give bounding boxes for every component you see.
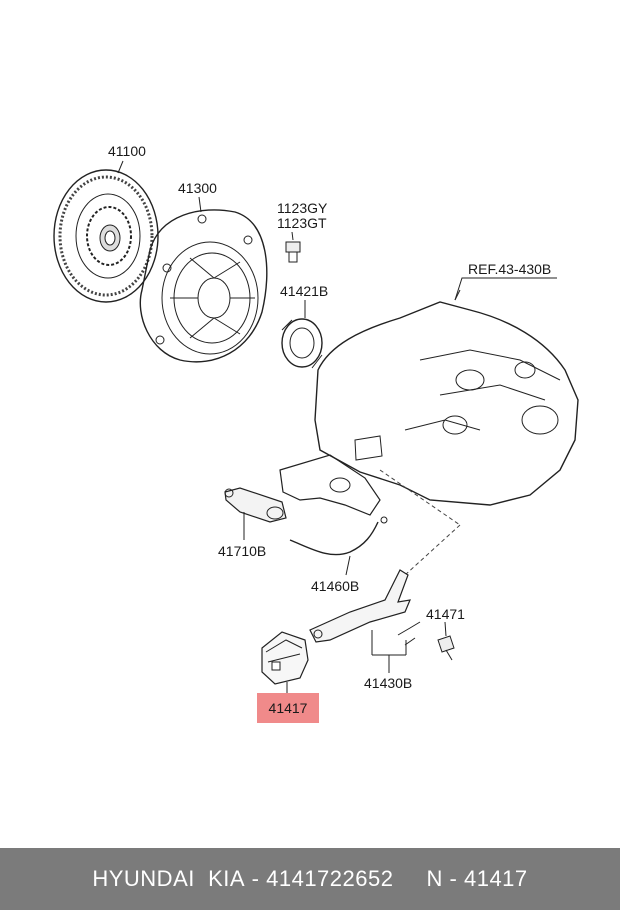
- footer-part-number: 4141722652: [266, 866, 394, 891]
- highlighted-part-label-41417: 41417: [257, 693, 319, 723]
- label-41300: 41300: [178, 180, 217, 196]
- label-41421B: 41421B: [280, 283, 329, 299]
- label-41710B: 41710B: [218, 543, 267, 559]
- footer-gap: [393, 866, 426, 892]
- parts-diagram: 41100 41300 1123GY 1123GT 41421B REF.43-…: [53, 143, 579, 723]
- label-ref-43-430B: REF.43-430B: [468, 261, 552, 277]
- mount-bracket-drawing: [279, 454, 381, 516]
- label-41471: 41471: [426, 606, 465, 622]
- hose-drawing: [289, 516, 388, 576]
- label-41430B: 41430B: [364, 675, 413, 691]
- pivot-bolt-drawing: [437, 621, 455, 661]
- label-1123GY: 1123GY: [277, 200, 328, 216]
- release-fork-drawing: [309, 569, 421, 673]
- pressure-plate-drawing: [139, 196, 268, 363]
- release-bearing-drawing: [281, 300, 323, 369]
- footer-code: N - 41417: [426, 866, 528, 891]
- dashed-leaders: [379, 469, 461, 576]
- label-1123GT: 1123GT: [277, 215, 327, 231]
- bolt-drawing: [285, 231, 301, 263]
- footer-separator: -: [245, 866, 267, 891]
- part-info-footer: HYUNDAI KIA - 4141722652 N - 41417: [0, 848, 620, 910]
- clutch-disc-drawing: [53, 160, 159, 303]
- label-41460B: 41460B: [311, 578, 360, 594]
- boot-drawing: [261, 631, 309, 694]
- slave-cylinder-drawing: [224, 487, 287, 540]
- footer-brand: HYUNDAI KIA: [92, 866, 246, 891]
- transaxle-drawing: [314, 277, 579, 506]
- label-41100: 41100: [108, 143, 146, 159]
